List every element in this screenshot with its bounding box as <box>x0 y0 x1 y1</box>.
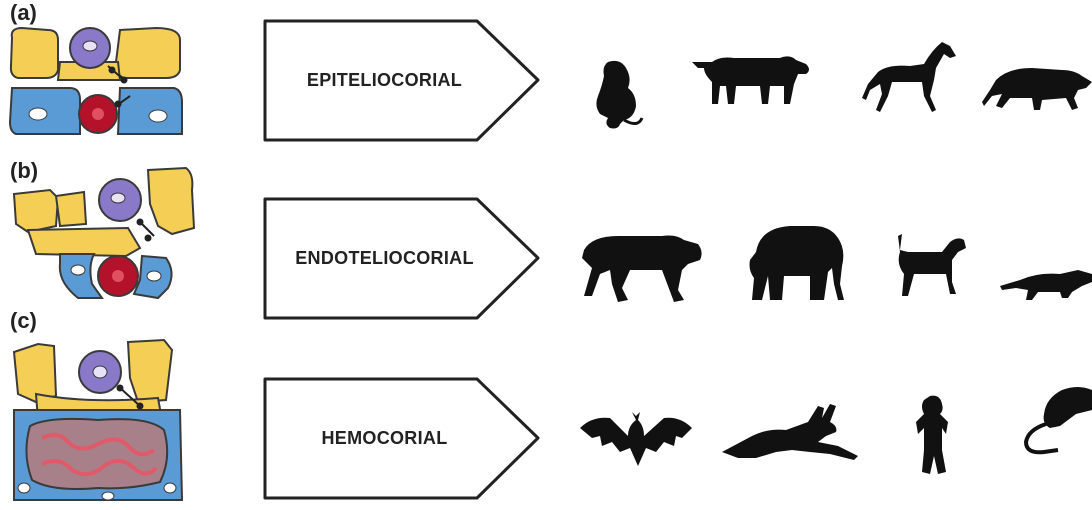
endoteliocorial-cell-diagram <box>8 164 208 304</box>
placenta-type-label-c: HEMOCORIAL <box>262 376 507 501</box>
rat-silhouette-icon <box>1018 384 1092 458</box>
primate-silhouette-icon <box>912 394 954 476</box>
horse-silhouette-icon <box>860 40 958 114</box>
placenta-type-arrow-c: HEMOCORIAL <box>262 376 542 501</box>
row-epiteliocorial: (a) EPITELIOCORIAL <box>0 0 1092 170</box>
bat-silhouette-icon <box>580 406 692 468</box>
epiteliocorial-cell-diagram <box>8 22 188 140</box>
elephant-silhouette-icon <box>744 222 848 306</box>
hemocorial-cell-diagram <box>8 338 198 508</box>
placenta-type-arrow-a: EPITELIOCORIAL <box>262 18 542 143</box>
monkey-silhouette-icon <box>588 58 644 134</box>
placenta-type-label-a: EPITELIOCORIAL <box>262 18 507 143</box>
row-endoteliocorial: (b) ENDOTELIOCORIAL <box>0 170 1092 340</box>
placenta-type-label-b: ENDOTELIOCORIAL <box>262 196 507 321</box>
row-hemocorial: (c) HEMOCORIAL <box>0 340 1092 510</box>
tiger-silhouette-icon <box>578 230 704 304</box>
ferret-silhouette-icon <box>998 264 1092 304</box>
panel-label-c: (c) <box>10 308 37 334</box>
pig-silhouette-icon <box>982 62 1092 114</box>
hare-silhouette-icon <box>722 402 862 466</box>
placenta-type-arrow-b: ENDOTELIOCORIAL <box>262 196 542 321</box>
dog-silhouette-icon <box>892 230 968 298</box>
cow-silhouette-icon <box>690 52 812 110</box>
